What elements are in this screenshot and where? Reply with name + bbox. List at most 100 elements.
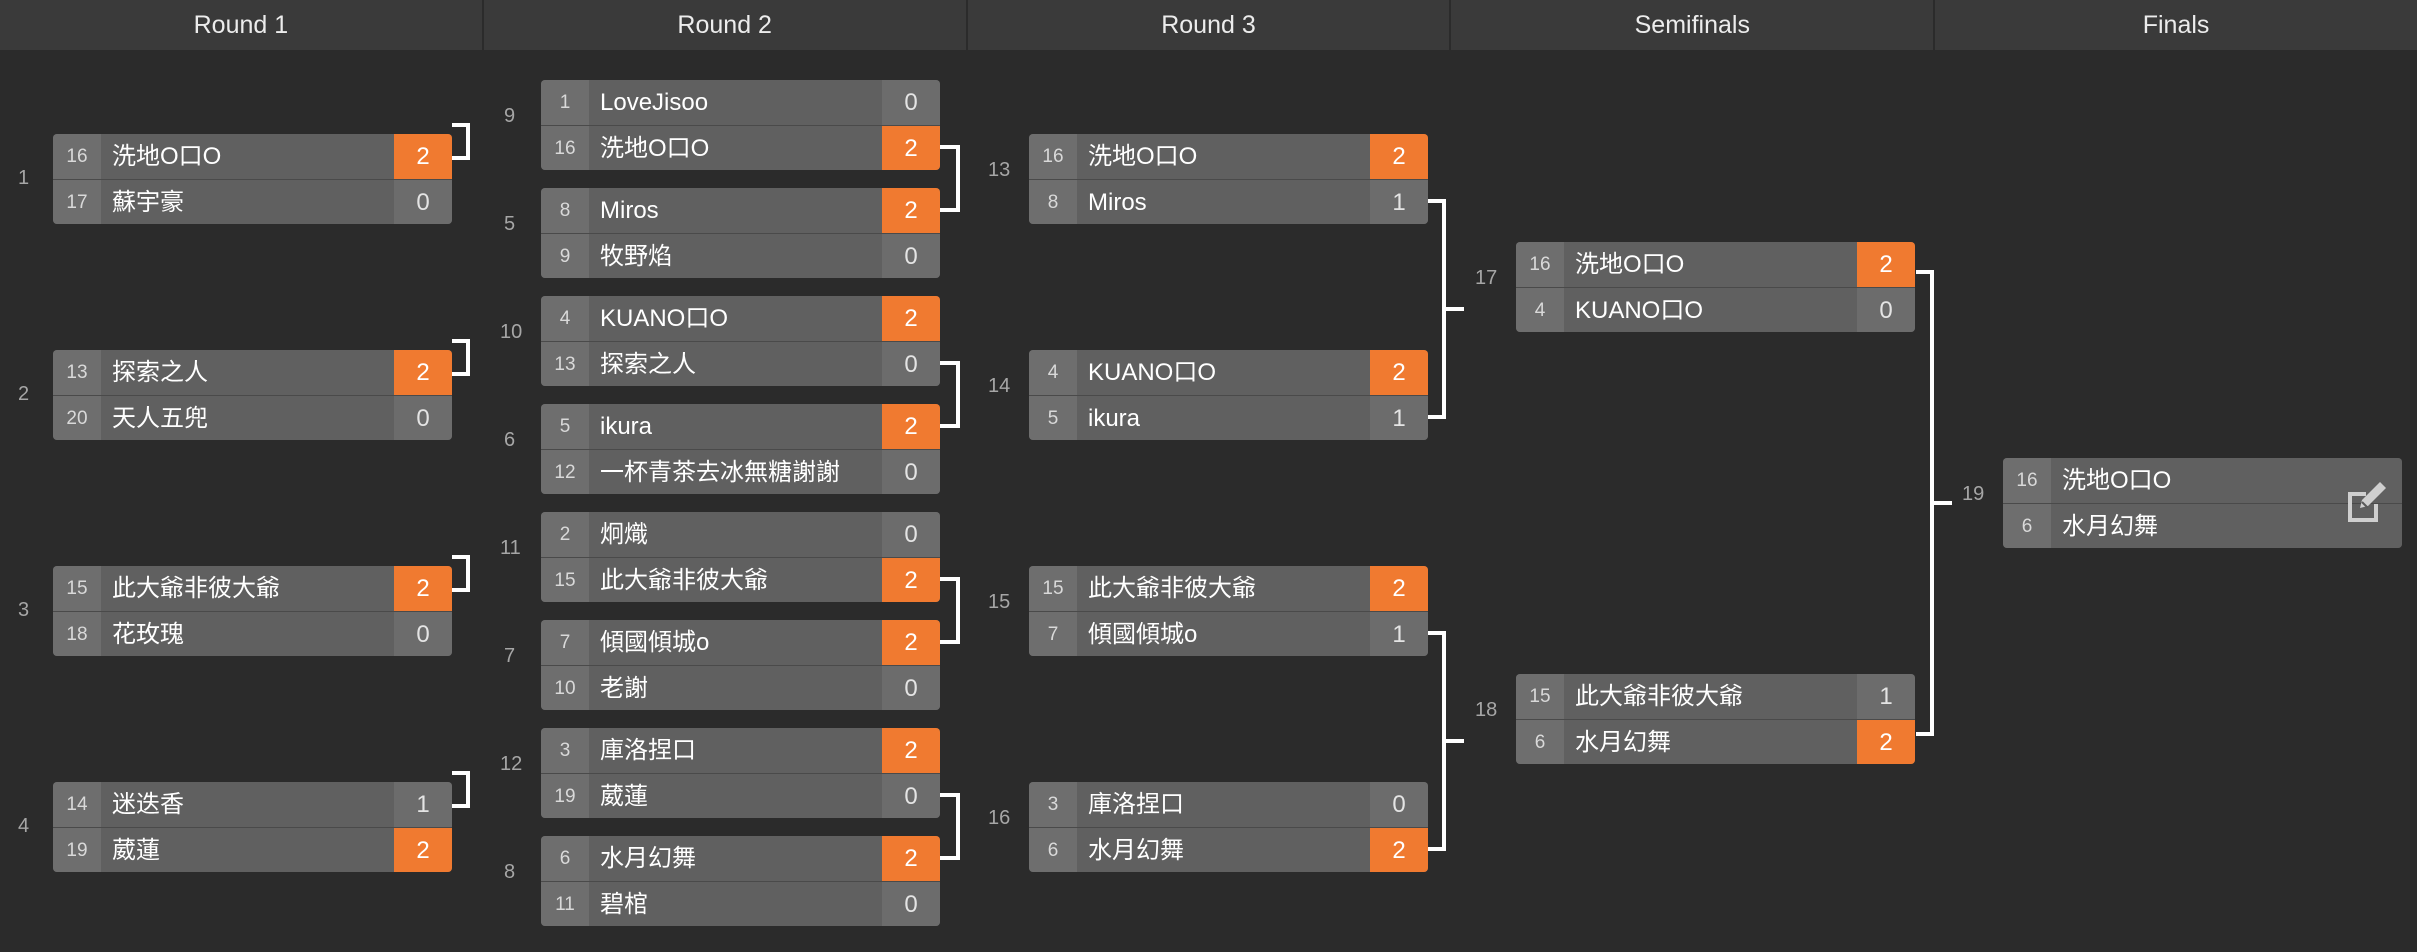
player-seed: 15: [541, 558, 589, 602]
match-number: 7: [504, 645, 516, 667]
player-score: 0: [1857, 288, 1915, 332]
player-seed: 6: [541, 836, 589, 881]
match-number: 2: [18, 383, 30, 405]
edit-icon[interactable]: [2342, 480, 2390, 526]
match-19[interactable]: 16 洗地O口O 6 水月幻舞: [2003, 458, 2402, 548]
match-number: 16: [988, 807, 1011, 829]
player-seed: 5: [1029, 396, 1077, 440]
round-2-header: Round 2: [484, 0, 968, 50]
player-name: Miros: [589, 188, 882, 233]
player-score: 1: [394, 782, 452, 827]
player-seed: 11: [541, 882, 589, 926]
player-seed: 3: [541, 728, 589, 773]
bracket-connector: [1428, 631, 1446, 851]
bracket-connector: [1446, 739, 1464, 743]
winner-score: 2: [1370, 828, 1428, 872]
player-name: 水月幻舞: [1077, 828, 1370, 872]
winner-score: 2: [882, 558, 940, 602]
player-name: 花玫瑰: [101, 612, 394, 656]
player-seed: 15: [53, 566, 101, 611]
winner-score: 2: [882, 188, 940, 233]
player-name: 此大爺非彼大爺: [1077, 566, 1370, 611]
winner-score: 2: [394, 828, 452, 872]
player-name: 一杯青茶去冰無糖謝謝: [589, 450, 882, 494]
player-name: 此大爺非彼大爺: [589, 558, 882, 602]
player-name: 牧野焰: [589, 234, 882, 278]
player-name: KUANO口O: [589, 296, 882, 341]
bracket-connector: [452, 555, 470, 592]
player-seed: 18: [53, 612, 101, 656]
player-seed: 3: [1029, 782, 1077, 827]
player-name: ikura: [589, 404, 882, 449]
player-name: 葳蓮: [589, 774, 882, 818]
player-seed: 16: [541, 126, 589, 170]
player-name: 蘇宇豪: [101, 180, 394, 224]
winner-score: 2: [882, 296, 940, 341]
player-score: 0: [394, 180, 452, 224]
player-score: 1: [1370, 396, 1428, 440]
player-name: 天人五兜: [101, 396, 394, 440]
player-name: 傾國傾城o: [1077, 612, 1370, 656]
player-seed: 16: [53, 134, 101, 179]
player-score: 1: [1370, 180, 1428, 224]
match-number: 17: [1475, 267, 1498, 289]
player-seed: 19: [541, 774, 589, 818]
match-number: 5: [504, 213, 516, 235]
winner-score: 2: [882, 728, 940, 773]
player-seed: 7: [1029, 612, 1077, 656]
bracket-connector: [940, 145, 960, 212]
player-seed: 6: [2003, 504, 2051, 548]
match-number: 19: [1962, 483, 1985, 505]
winner-score: 2: [1857, 242, 1915, 287]
player-seed: 2: [541, 512, 589, 557]
player-seed: 10: [541, 666, 589, 710]
bracket-connector: [452, 339, 470, 376]
match-number: 11: [500, 537, 521, 559]
match-number: 4: [18, 815, 30, 837]
player-seed: 19: [53, 828, 101, 872]
bracket-connector: [1446, 307, 1464, 311]
player-seed: 4: [1516, 288, 1564, 332]
winner-score: 2: [1370, 350, 1428, 395]
player-seed: 13: [541, 342, 589, 386]
player-seed: 4: [541, 296, 589, 341]
match-number: 9: [504, 105, 516, 127]
player-score: 0: [882, 234, 940, 278]
player-seed: 1: [541, 80, 589, 125]
player-name: 此大爺非彼大爺: [101, 566, 394, 611]
